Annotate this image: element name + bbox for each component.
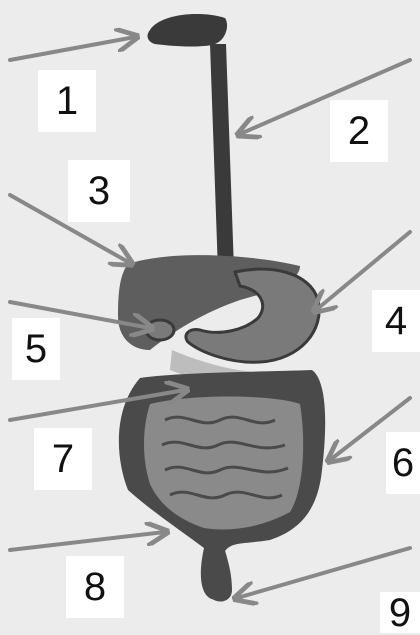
label-7: 7: [34, 428, 92, 490]
label-9: 9: [380, 592, 420, 633]
label-4: 4: [372, 290, 420, 352]
label-1: 1: [38, 70, 96, 132]
mouth-shape: [148, 14, 228, 47]
gallbladder-shape: [146, 320, 174, 340]
arrow-1: [10, 37, 135, 60]
label-5: 5: [12, 318, 60, 380]
label-2: 2: [330, 100, 388, 162]
esophagus-shape: [210, 44, 234, 272]
arrow-9: [237, 548, 410, 598]
arrow-8: [10, 532, 165, 550]
label-3: 3: [68, 160, 130, 222]
label-8: 8: [66, 556, 124, 618]
label-6: 6: [386, 432, 420, 494]
